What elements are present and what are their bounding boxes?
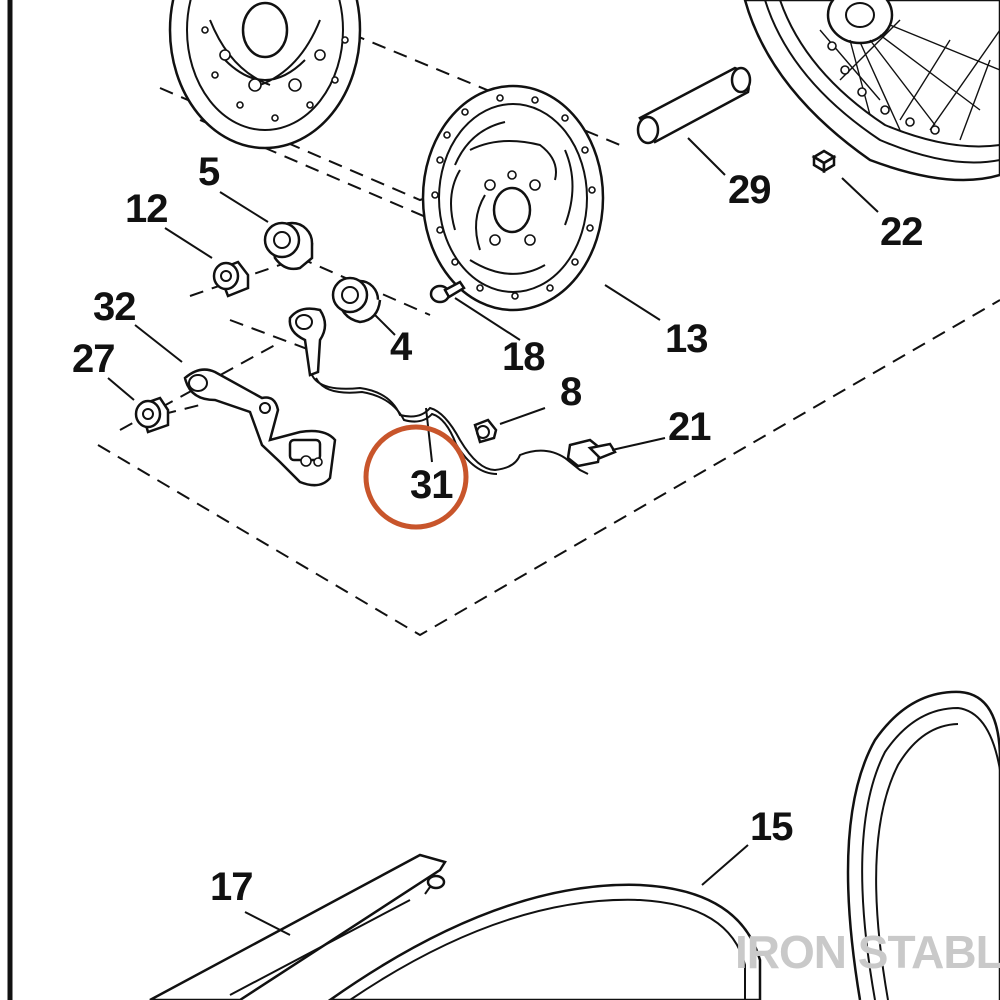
callout-5: 5 bbox=[198, 150, 220, 194]
abs-sensor-31 bbox=[288, 307, 589, 475]
grommet-8 bbox=[473, 418, 498, 444]
callout-4: 4 bbox=[390, 325, 413, 369]
watermark-text: IRON STABLE bbox=[735, 926, 1000, 978]
highlight-circle-31 bbox=[363, 424, 469, 530]
rear-brake-rotor-13 bbox=[421, 84, 605, 312]
callout-32: 32 bbox=[93, 285, 136, 329]
rear-wheel bbox=[743, 0, 1000, 182]
callout-labels: 5 12 32 27 4 18 13 29 22 8 21 31 15 17 bbox=[72, 150, 924, 909]
callout-18: 18 bbox=[502, 335, 545, 379]
leader-lines bbox=[107, 137, 879, 936]
callout-27: 27 bbox=[72, 337, 115, 381]
callout-8: 8 bbox=[560, 370, 582, 414]
caliper-bracket-32 bbox=[183, 368, 337, 487]
spacer-27 bbox=[134, 396, 170, 434]
callout-13: 13 bbox=[665, 317, 708, 361]
clip-22 bbox=[811, 149, 837, 174]
front-brake-rotor bbox=[168, 0, 362, 150]
callout-31: 31 bbox=[410, 463, 453, 507]
callout-15: 15 bbox=[750, 805, 793, 849]
axle-spacer-29 bbox=[636, 66, 752, 145]
callout-22: 22 bbox=[880, 210, 923, 254]
callout-17: 17 bbox=[210, 865, 253, 909]
bearing-4 bbox=[331, 276, 382, 324]
connector-21 bbox=[566, 438, 617, 468]
drive-belt-15 bbox=[327, 690, 1000, 1000]
bolt-18 bbox=[429, 280, 466, 304]
bearing-5 bbox=[263, 221, 314, 271]
belt-guard-17 bbox=[149, 853, 447, 1000]
callout-12: 12 bbox=[125, 187, 168, 231]
callout-29: 29 bbox=[728, 168, 771, 212]
spacer-12 bbox=[212, 260, 250, 298]
callout-21: 21 bbox=[668, 405, 711, 449]
